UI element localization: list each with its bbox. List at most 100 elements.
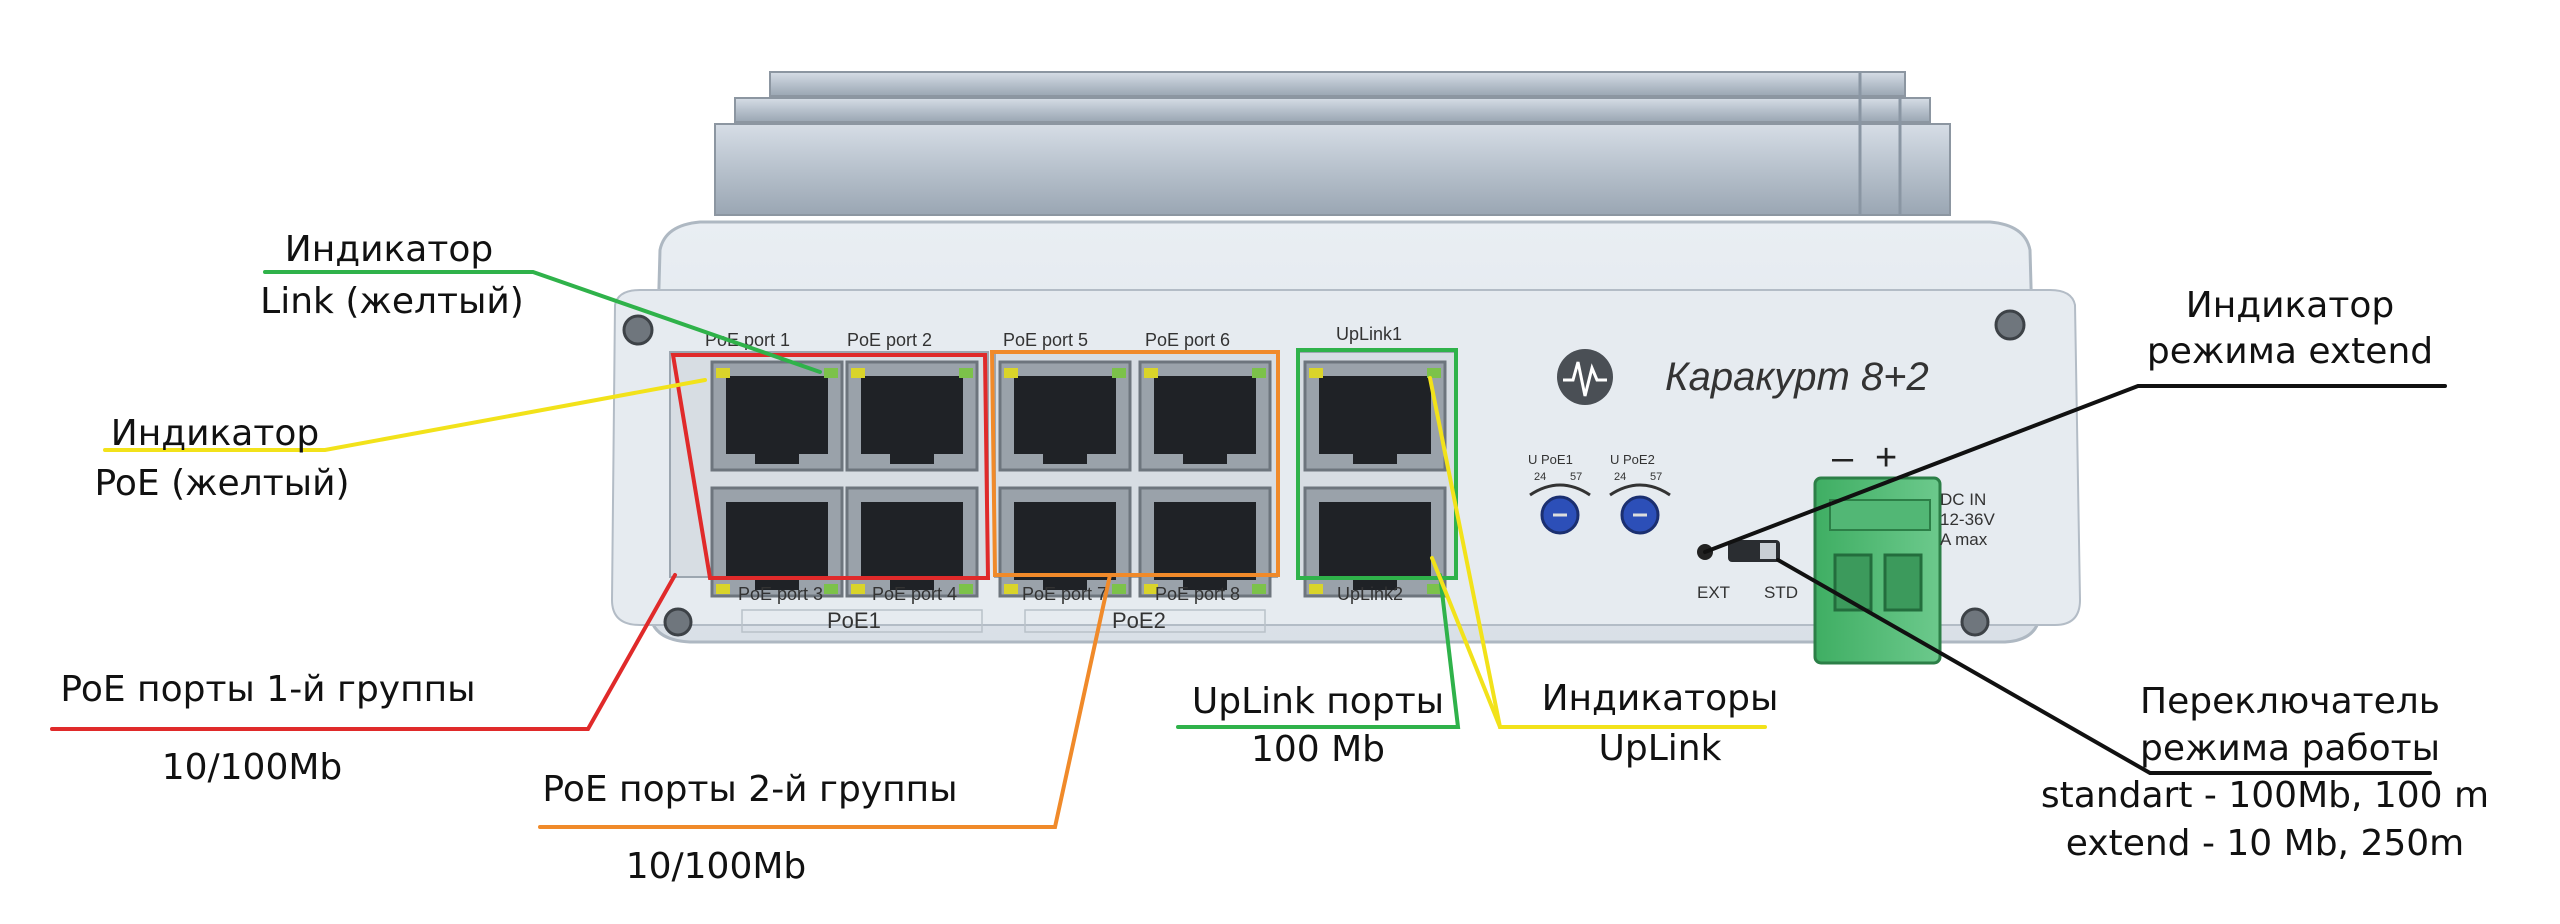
port-labels: PoE port 1 PoE port 2 PoE port 5 PoE por…: [705, 324, 1403, 633]
rj45-latch: [755, 450, 799, 464]
label-upoe2: U PoE2: [1610, 452, 1655, 467]
label-poe-indicator-1: Индикатор: [110, 413, 320, 454]
label-plus: +: [1875, 437, 1897, 479]
led-link: [959, 584, 973, 594]
rj45-socket: [861, 376, 963, 454]
rj45-socket: [1014, 376, 1116, 454]
led-link: [824, 368, 838, 378]
rj45-socket: [1154, 502, 1256, 580]
leader-group2: [538, 573, 1112, 829]
scale-low-2: 24: [1614, 471, 1626, 483]
rj45-socket: [1014, 502, 1116, 580]
brand-area: Каракурт 8+2: [1557, 349, 1929, 405]
label-dc-voltage: 12-36V: [1940, 510, 1995, 529]
brand-name: Каракурт 8+2: [1665, 355, 1929, 399]
led-poe: [1309, 584, 1323, 594]
led-link: [1252, 368, 1266, 378]
heatsink: [714, 71, 1951, 216]
leader-switch: [1776, 558, 2432, 775]
leader-link: [263, 270, 822, 374]
label-poe-port-6: PoE port 6: [1145, 330, 1230, 350]
label-group2-2: 10/100Mb: [625, 846, 807, 887]
label-group-poe2: PoE2: [1112, 608, 1166, 633]
led-link: [1112, 584, 1126, 594]
label-extend-indicator-1: Индикатор: [2185, 285, 2395, 326]
label-mode-switch-2: режима работы: [2139, 728, 2441, 769]
label-poe-port-5: PoE port 5: [1003, 330, 1088, 350]
led-poe: [1144, 368, 1158, 378]
rj45-socket: [861, 502, 963, 580]
led-link: [959, 368, 973, 378]
poe-voltage-trimmers: U PoE1 U PoE2 24 57 24 57: [1528, 452, 1671, 535]
label-group1-1: PoE порты 1-й группы: [60, 669, 476, 710]
rj45-latch: [1043, 576, 1087, 590]
label-uplink-indicators-2: UpLink: [1598, 728, 1722, 769]
label-uplink-ports-1: UpLink порты: [1191, 681, 1445, 722]
led-poe: [1004, 368, 1018, 378]
rj45-ports: [710, 360, 1447, 598]
led-link: [1252, 584, 1266, 594]
scale-low-1: 24: [1534, 471, 1546, 483]
led-poe: [851, 368, 865, 378]
label-dc-in: DC IN: [1940, 490, 1986, 509]
label-poe-port-3: PoE port 3: [738, 584, 823, 604]
label-std: STD: [1764, 583, 1798, 602]
rj45-socket: [1319, 502, 1431, 580]
label-poe-indicator-2: PoE (желтый): [94, 463, 350, 504]
label-poe-port-1: PoE port 1: [705, 330, 790, 350]
power-terminal: – + DC IN 12-36V A max: [1813, 437, 1995, 665]
led-poe: [716, 584, 730, 594]
label-group2-1: PoE порты 2-й группы: [542, 769, 958, 810]
label-upoe1: U PoE1: [1528, 452, 1573, 467]
leader-group1: [50, 573, 677, 731]
rj45-latch: [1353, 450, 1397, 464]
brand-logo-icon: [1557, 349, 1613, 405]
label-uplink2: UpLink2: [1337, 584, 1403, 604]
led-poe: [1144, 584, 1158, 594]
label-mode-switch-3: standart - 100Mb, 100 m: [2040, 775, 2490, 816]
label-poe-port-8: PoE port 8: [1155, 584, 1240, 604]
label-mode-switch-1: Переключатель: [2140, 681, 2440, 722]
label-link-indicator-2: Link (желтый): [260, 281, 524, 322]
label-poe-port-2: PoE port 2: [847, 330, 932, 350]
rj45-latch: [890, 450, 934, 464]
rj45-latch: [1183, 450, 1227, 464]
screw-icon: [663, 607, 693, 637]
led-link: [1427, 584, 1441, 594]
led-link: [1427, 368, 1441, 378]
leader-extend: [1703, 384, 2447, 554]
screw-icon: [622, 314, 654, 346]
leader-lines: [50, 270, 2447, 829]
mode-switch-area: EXT STD: [1697, 540, 1798, 602]
screw-icon: [1994, 309, 2026, 341]
label-minus: –: [1832, 437, 1854, 479]
led-link: [824, 584, 838, 594]
led-poe: [1004, 584, 1018, 594]
label-ext: EXT: [1697, 583, 1730, 602]
screw-icon: [1960, 607, 1990, 637]
leader-uplink-ports: [1176, 573, 1461, 729]
label-uplink-indicators-1: Индикаторы: [1541, 678, 1779, 719]
group2-highlight: [989, 350, 1280, 577]
label-group1-2: 10/100Mb: [161, 747, 343, 788]
rj45-socket: [726, 376, 828, 454]
label-dc-current: A max: [1940, 530, 1988, 549]
label-poe-port-7: PoE port 7: [1022, 584, 1107, 604]
uplink-highlight: [1296, 348, 1458, 580]
label-link-indicator-1: Индикатор: [284, 229, 494, 270]
leader-poe-indicator: [103, 378, 707, 452]
rj45-socket: [1154, 376, 1256, 454]
led-poe: [851, 584, 865, 594]
rj45-latch: [1183, 576, 1227, 590]
led-link: [1112, 368, 1126, 378]
rj45-socket: [1319, 376, 1431, 454]
led-poe: [1309, 368, 1323, 378]
label-uplink1: UpLink1: [1336, 324, 1402, 344]
scale-high-2: 57: [1650, 471, 1662, 483]
rj45-socket: [726, 502, 828, 580]
label-uplink-ports-2: 100 Mb: [1250, 729, 1386, 770]
label-poe-port-4: PoE port 4: [872, 584, 957, 604]
label-extend-indicator-2: режима extend: [2146, 331, 2434, 372]
rj45-latch: [1043, 450, 1087, 464]
